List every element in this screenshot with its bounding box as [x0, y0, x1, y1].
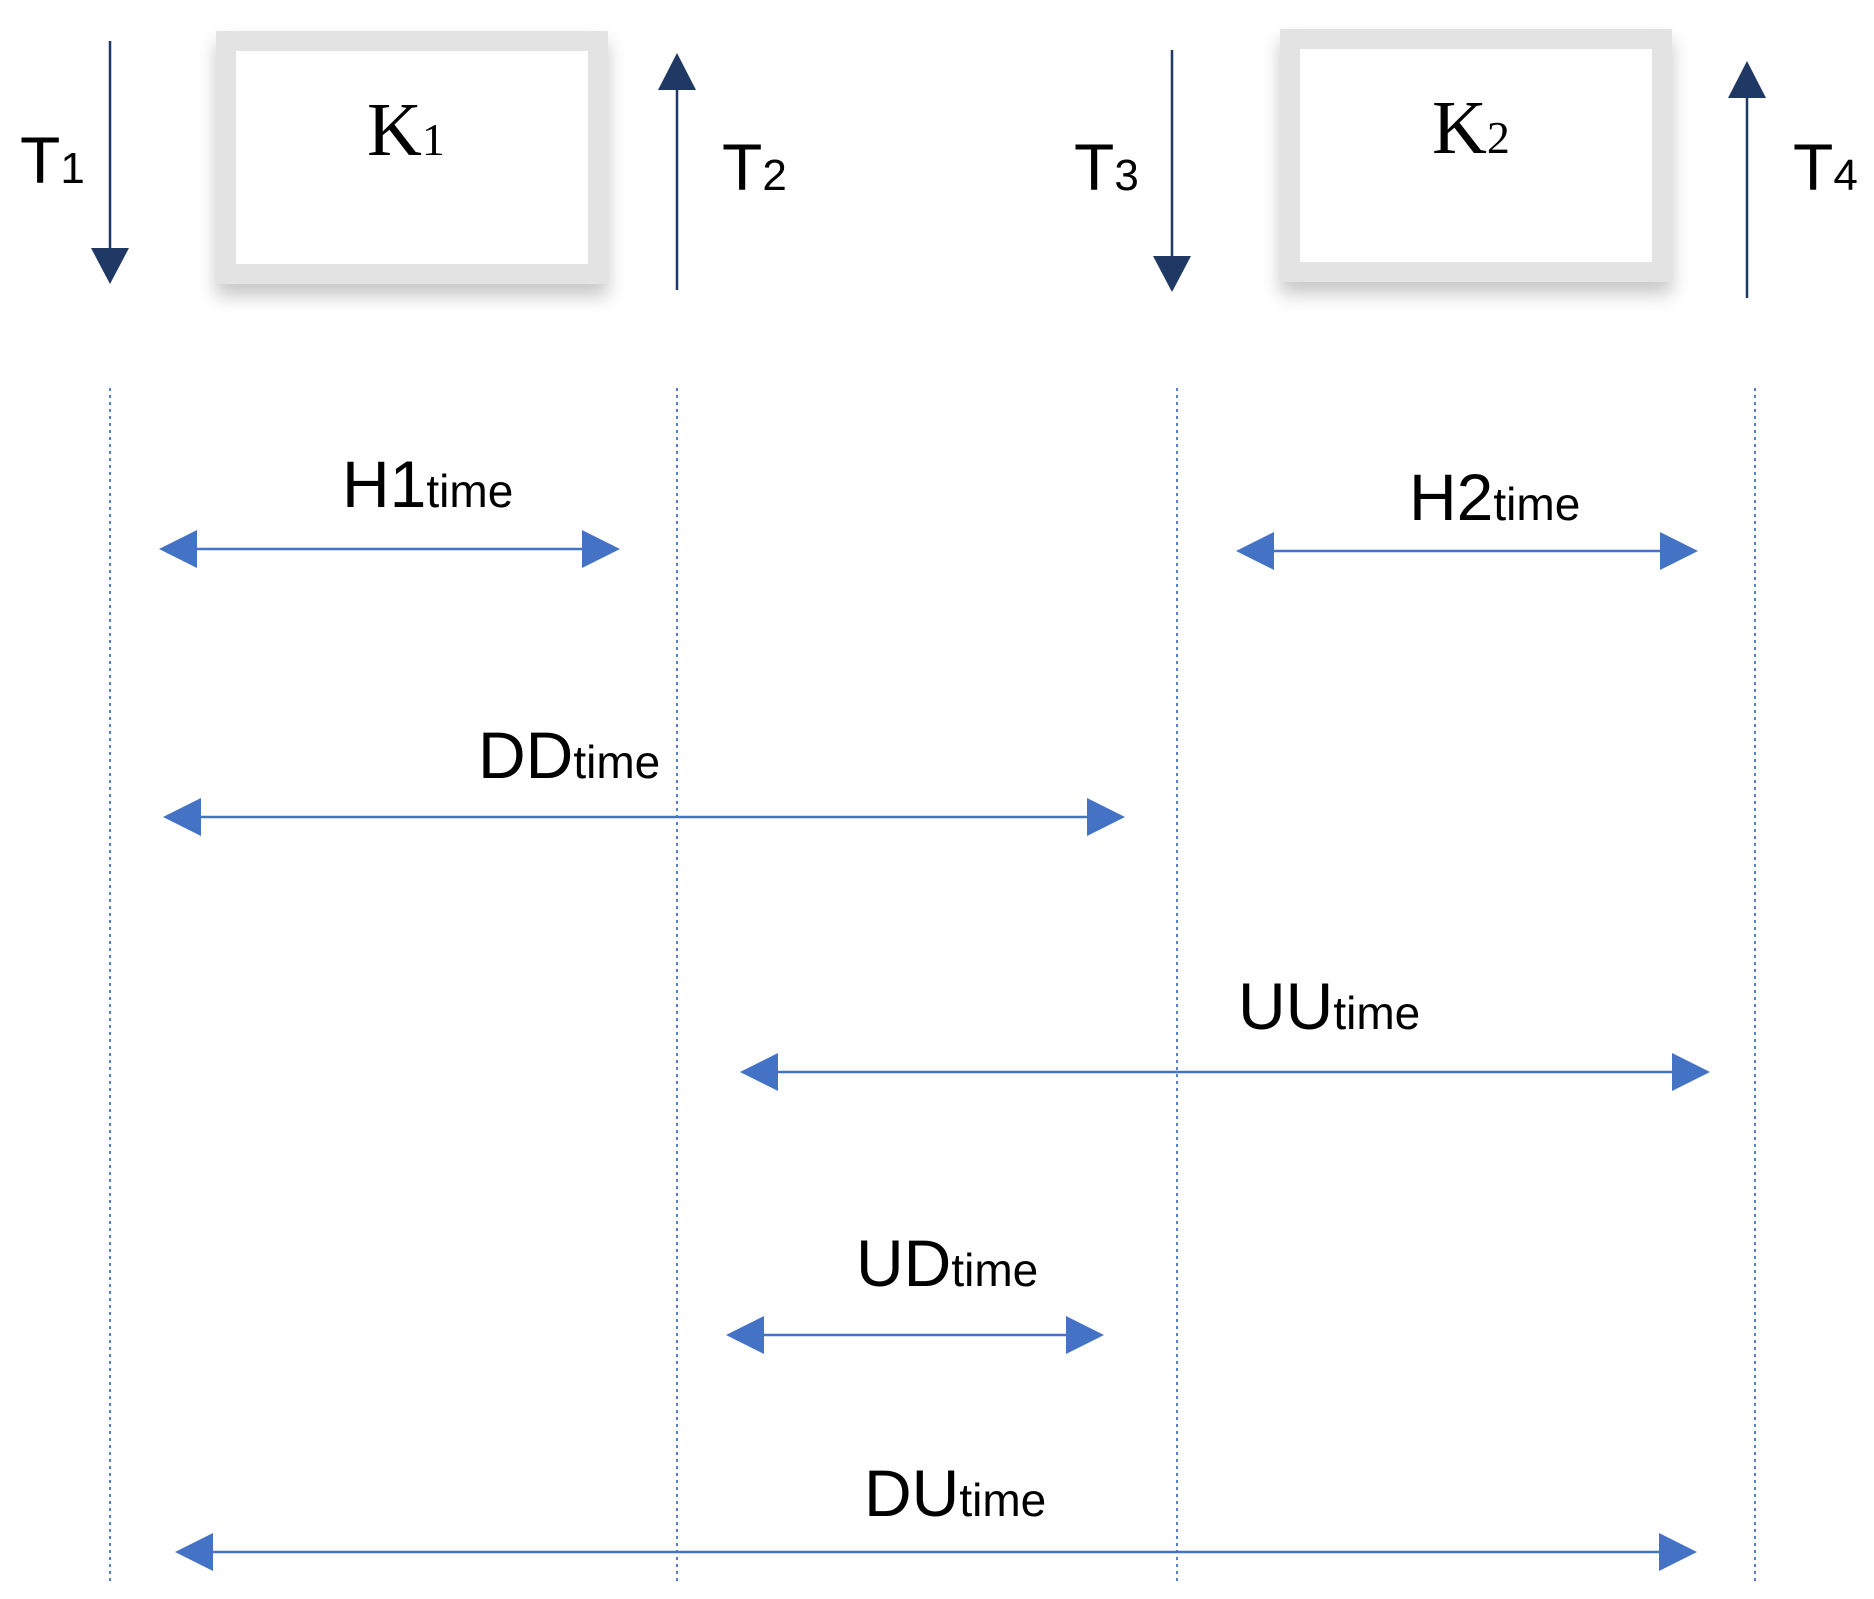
interval-arrow-uu	[740, 1053, 1710, 1091]
interval-arrow-dd	[163, 798, 1125, 836]
interval-arrow-du	[175, 1533, 1697, 1571]
event-arrow-t4-up	[1728, 61, 1766, 298]
interval-label-h1: H1time	[342, 447, 513, 521]
key-label-k2: K2	[1432, 86, 1510, 170]
interval-label-uu: UUtime	[1238, 969, 1420, 1043]
event-arrow-t2-up	[658, 53, 696, 290]
interval-label-ud: UDtime	[856, 1226, 1038, 1300]
event-label-t4: T4	[1793, 130, 1858, 204]
event-arrow-t3-down	[1153, 50, 1191, 292]
key-box-k1: K1	[216, 31, 608, 284]
interval-arrow-h2	[1236, 532, 1698, 570]
event-label-t1: T1	[20, 123, 85, 197]
interval-label-h2: H2time	[1409, 460, 1580, 534]
interval-label-dd: DDtime	[478, 718, 660, 792]
interval-arrow-h1	[159, 530, 620, 568]
event-label-t3: T3	[1074, 130, 1139, 204]
event-label-t2: T2	[722, 130, 787, 204]
event-arrow-t1-down	[91, 41, 129, 284]
key-box-k2: K2	[1280, 29, 1672, 282]
interval-label-du: DUtime	[864, 1456, 1046, 1530]
key-label-k1: K1	[367, 88, 445, 172]
interval-arrow-ud	[726, 1316, 1104, 1354]
